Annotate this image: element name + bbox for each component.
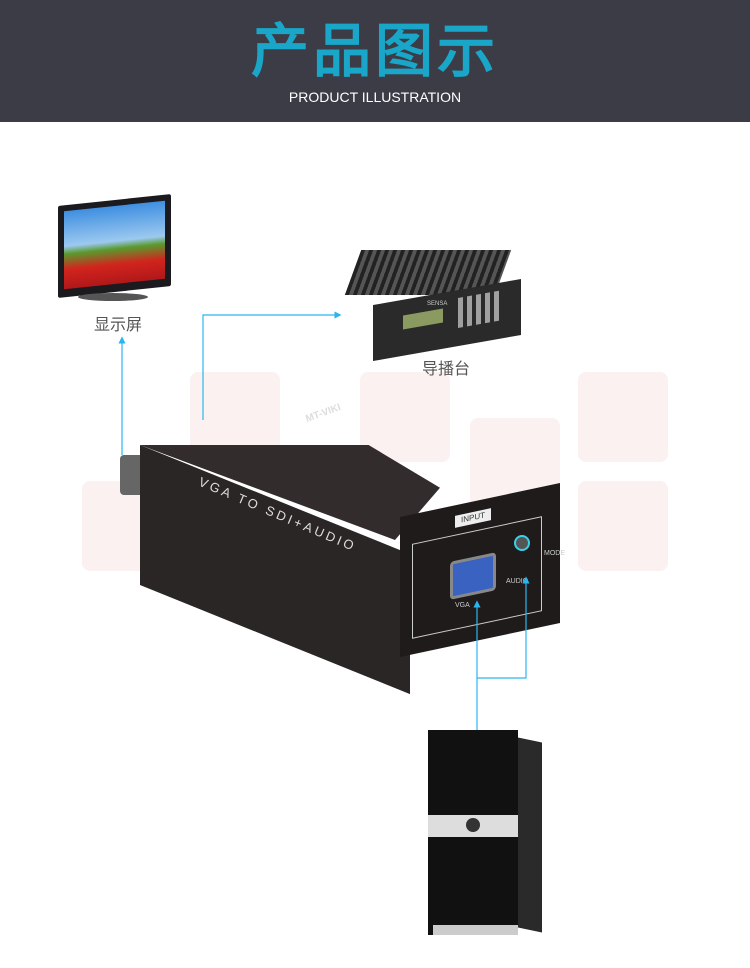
computer-tower-image bbox=[428, 730, 543, 940]
converter-image: INPUT VGA AUDIO MODE VGA TO SDI+AUDIO MT… bbox=[110, 400, 580, 695]
arrow-to-audio bbox=[477, 576, 530, 679]
mode-label: MODE bbox=[544, 550, 565, 557]
monitor-image bbox=[58, 194, 173, 305]
page-title: 产品图示 bbox=[250, 17, 499, 85]
bg-square bbox=[578, 481, 668, 571]
director-label: 导播台 bbox=[422, 359, 471, 378]
audio-port bbox=[514, 535, 530, 551]
header-banner: 产品图示 PRODUCT ILLUSTRATION bbox=[0, 0, 750, 122]
page-subtitle: PRODUCT ILLUSTRATION bbox=[288, 89, 462, 105]
vga-label: VGA bbox=[455, 602, 470, 609]
monitor-label: 显示屏 bbox=[94, 315, 143, 334]
bg-square bbox=[578, 372, 668, 462]
audio-label: AUDIO bbox=[506, 578, 529, 585]
bg-square bbox=[360, 372, 450, 462]
arrow-to-director bbox=[202, 311, 342, 420]
director-console-image: SENSA bbox=[343, 250, 521, 362]
director-brand: SENSA bbox=[427, 301, 448, 307]
